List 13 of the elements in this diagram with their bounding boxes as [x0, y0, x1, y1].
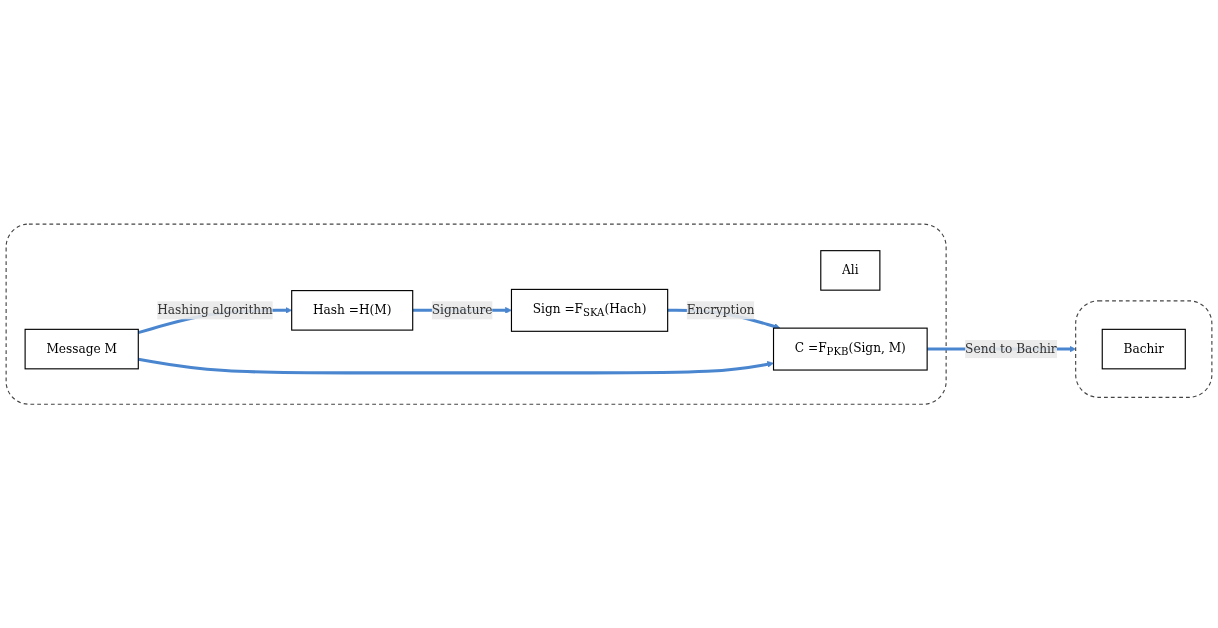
- node-box: Message M: [24, 328, 139, 370]
- node-box: Bachir: [1101, 328, 1186, 370]
- node-box: C =F$_{PKB}$(Sign, M): [772, 327, 928, 371]
- edge-label: Send to Bachir: [965, 341, 1057, 356]
- node-box: Hash =H(M): [291, 289, 414, 331]
- cluster: [5, 223, 947, 405]
- cluster: [1075, 300, 1213, 398]
- node-box: Ali: [820, 249, 881, 291]
- edge-label: Signature: [431, 302, 493, 318]
- arrow: [138, 357, 774, 375]
- edge-label: Encryption: [686, 302, 755, 318]
- edge-label: Hashing algorithm: [157, 302, 273, 318]
- node-box: Sign =F$_{SKA}$(Hach): [510, 288, 669, 332]
